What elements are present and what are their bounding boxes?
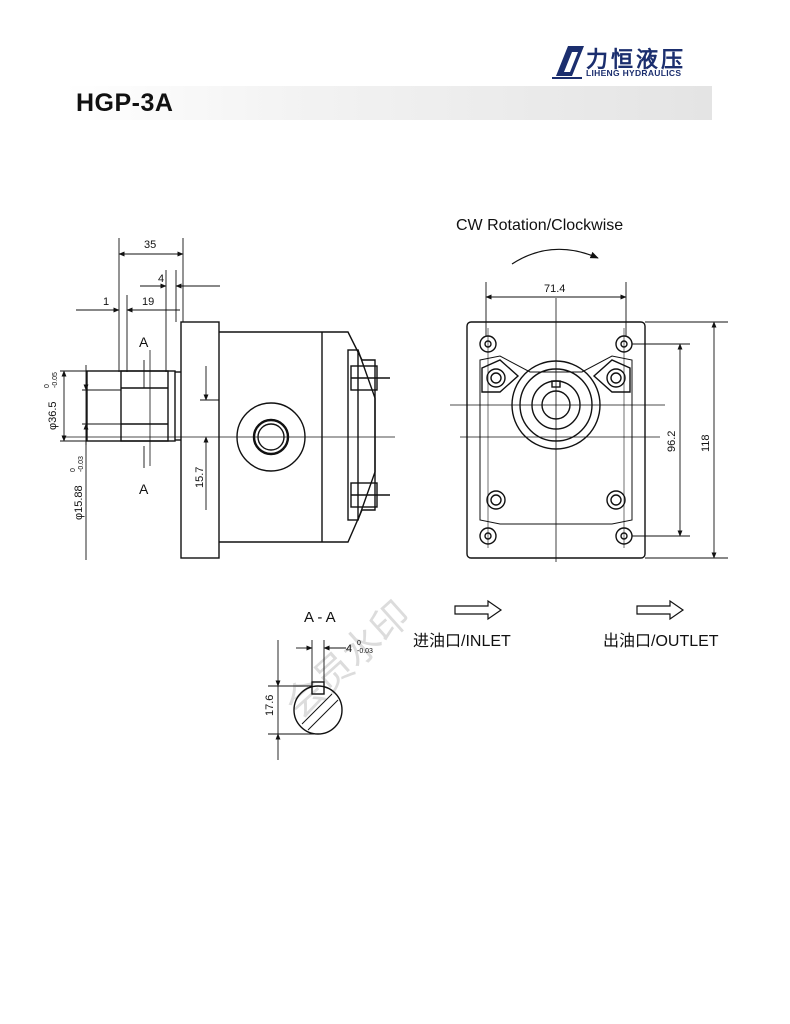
dim-17-6: 17.6 <box>264 695 276 716</box>
section-mark-top: A <box>139 334 149 350</box>
dim-dia-36-5: φ36.5 <box>47 401 59 430</box>
tol-36-5-lower: -0.05 <box>52 372 59 388</box>
side-view <box>60 238 395 559</box>
rotation-label: CW Rotation/Clockwise <box>456 217 623 234</box>
logo-icon <box>552 46 584 79</box>
model-title: HGP-3A <box>76 89 174 117</box>
outlet-label: 出油口/OUTLET <box>603 632 719 650</box>
dim-4: 4 <box>158 273 164 285</box>
key-tol-upper: 0 <box>357 640 361 647</box>
front-view-dimensions <box>485 282 728 559</box>
tol-36-5-upper: 0 <box>44 384 51 388</box>
tol-15-88-lower: -0.03 <box>78 456 85 472</box>
inlet-label: 进油口/INLET <box>413 632 511 650</box>
outlet-arrow-icon <box>636 599 685 621</box>
section-view-dimensions <box>268 640 346 760</box>
key-tol-lower: -0.03 <box>357 648 373 655</box>
brand-name-cn: 力恒液压 <box>586 47 687 72</box>
section-mark-bottom: A <box>139 481 149 497</box>
watermark: 会员水印 <box>278 594 419 727</box>
tol-15-88-upper: 0 <box>70 468 77 472</box>
dim-96-2: 96.2 <box>666 431 678 452</box>
dim-19: 19 <box>142 296 154 308</box>
rotation-arrow-icon <box>511 248 599 265</box>
dim-dia-15-88: φ15.88 <box>73 485 85 520</box>
dim-118: 118 <box>700 434 712 452</box>
brand-name-en: LIHENG HYDRAULICS <box>586 68 682 78</box>
section-label: A - A <box>304 609 336 626</box>
dim-71-4: 71.4 <box>544 283 565 295</box>
side-view-dimensions <box>61 251 220 560</box>
front-view <box>450 298 665 562</box>
dim-15-7: 15.7 <box>194 467 206 488</box>
key-width: 4 <box>346 643 352 655</box>
inlet-arrow-icon <box>454 599 503 621</box>
title-bar <box>64 86 712 120</box>
dim-35: 35 <box>144 239 156 251</box>
dim-1: 1 <box>103 296 109 308</box>
